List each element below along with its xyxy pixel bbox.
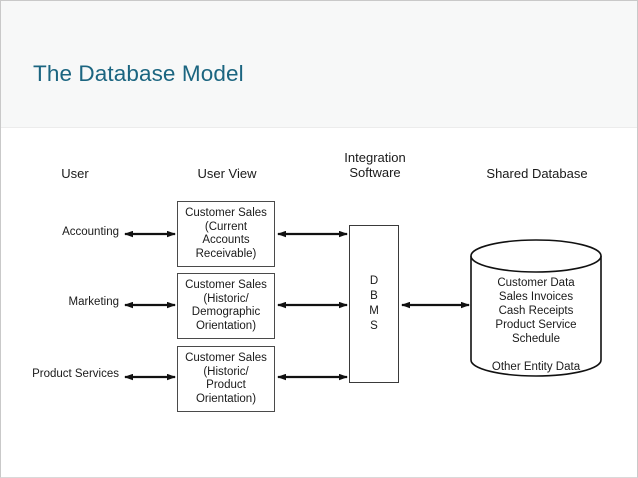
- column-header-user-view: User View: [197, 166, 257, 181]
- column-header-integration-software: Integration Software: [344, 150, 406, 180]
- column-header-shared-database: Shared Database: [486, 166, 588, 181]
- page-title: The Database Model: [33, 61, 244, 86]
- actor-label-accounting: Accounting: [62, 226, 119, 238]
- actor-label-product-services: Product Services: [32, 368, 119, 380]
- user-view-box-historic-demographic: Customer Sales (Historic/ Demographic Or…: [177, 273, 275, 339]
- shared-database-entity-list: Customer Data Sales Invoices Cash Receip…: [491, 277, 581, 373]
- actor-label-marketing: Marketing: [68, 296, 120, 308]
- dbms-box: D B M S: [349, 225, 399, 383]
- column-header-user: User: [61, 166, 89, 181]
- dbms-label: D B M S: [369, 275, 379, 332]
- slide-header-band: [1, 1, 637, 128]
- user-view-box-current-accounts-receivable: Customer Sales (Current Accounts Receiva…: [177, 201, 275, 267]
- connector-arrows: [124, 230, 470, 381]
- shared-database-cylinder: Customer Data Sales Invoices Cash Receip…: [469, 238, 603, 378]
- user-view-box-historic-product: Customer Sales (Historic/ Product Orient…: [177, 346, 275, 412]
- database-model-diagram: User User View Integration Software Shar…: [1, 128, 637, 477]
- cylinder-shape-icon: [470, 239, 602, 377]
